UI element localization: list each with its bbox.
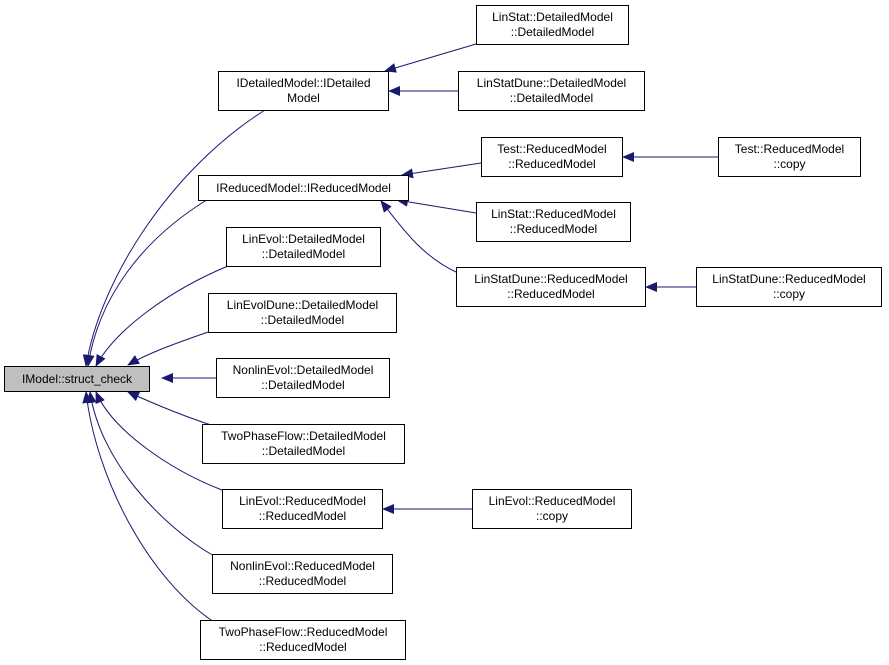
- edge-linevoldune-detailed-to-root: [127, 331, 209, 366]
- node-linevol-detailed[interactable]: LinEvol::DetailedModel ::DetailedModel: [226, 227, 381, 267]
- node-linevoldune-detailed[interactable]: LinEvolDune::DetailedModel ::DetailedMod…: [208, 293, 397, 333]
- edge-test-reduced-to-ireduced: [401, 162, 482, 179]
- node-test-reduced[interactable]: Test::ReducedModel ::ReducedModel: [481, 137, 623, 177]
- node-linstat-reduced[interactable]: LinStat::ReducedModel ::ReducedModel: [476, 202, 631, 242]
- node-nonlinevol-reduced[interactable]: NonlinEvol::ReducedModel ::ReducedModel: [212, 554, 393, 594]
- node-imodel-struct-check: IModel::struct_check: [4, 366, 150, 392]
- edge-twophaseflow-reduced-to-root: [82, 391, 215, 623]
- node-linevol-reduced-copy[interactable]: LinEvol::ReducedModel ::copy: [472, 489, 632, 529]
- edge-linstatdune-reduced-to-ireduced: [380, 200, 457, 273]
- edge-idetailed-to-root: [82, 109, 266, 367]
- node-idetailed-model[interactable]: IDetailedModel::IDetailed Model: [218, 71, 389, 111]
- edge-linstat-detailed-to-idetailed: [384, 43, 477, 73]
- edge-linevol-reduced-to-root: [95, 391, 223, 491]
- node-linstat-detailed[interactable]: LinStat::DetailedModel ::DetailedModel: [476, 5, 629, 45]
- node-linstatdune-reduced-copy[interactable]: LinStatDune::ReducedModel ::copy: [696, 267, 882, 307]
- node-twophaseflow-detailed[interactable]: TwoPhaseFlow::DetailedModel ::DetailedMo…: [202, 424, 405, 464]
- edge-twophaseflow-detailed-to-root: [127, 391, 215, 427]
- node-linstatdune-reduced[interactable]: LinStatDune::ReducedModel ::ReducedModel: [456, 267, 646, 307]
- node-test-reduced-copy[interactable]: Test::ReducedModel ::copy: [718, 137, 861, 177]
- node-nonlinevol-detailed[interactable]: NonlinEvol::DetailedModel ::DetailedMode…: [216, 358, 390, 398]
- node-linevol-reduced[interactable]: LinEvol::ReducedModel ::ReducedModel: [222, 489, 383, 529]
- edge-linstat-reduced-to-ireduced: [396, 196, 477, 214]
- edge-linevol-detailed-to-root: [95, 265, 229, 367]
- node-ireduced-model[interactable]: IReducedModel::IReducedModel: [198, 175, 409, 201]
- node-linstatdune-detailed[interactable]: LinStatDune::DetailedModel ::DetailedMod…: [458, 71, 645, 111]
- node-twophaseflow-reduced[interactable]: TwoPhaseFlow::ReducedModel ::ReducedMode…: [200, 620, 406, 660]
- edge-nonlinevol-reduced-to-root: [86, 391, 215, 557]
- edge-ireduced-to-root: [84, 197, 211, 367]
